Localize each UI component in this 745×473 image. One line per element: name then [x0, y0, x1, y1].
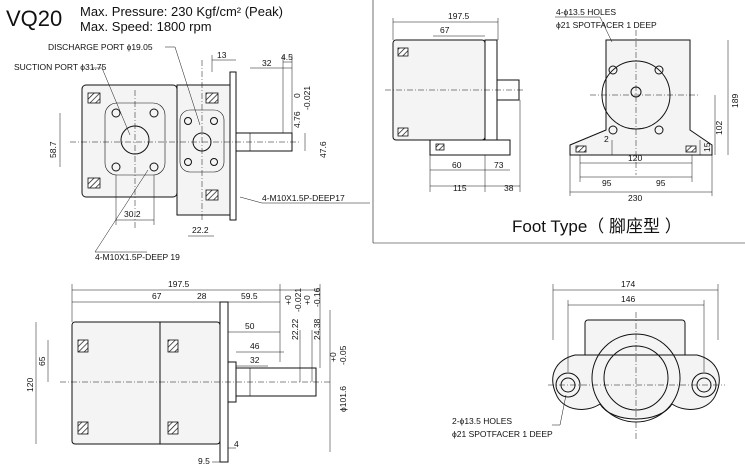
side-dim-59-5: 59.5 [241, 291, 258, 301]
foot-holes-label: 4-ϕ13.5 HOLES [556, 7, 616, 17]
foot-dim-115: 115 [453, 183, 467, 193]
foot-dim-67: 67 [440, 25, 450, 35]
flange-holes-label: 2-ϕ13.5 HOLES [452, 416, 512, 426]
front-body-right [176, 84, 231, 216]
side-tol1-plus: +0 [283, 295, 293, 305]
side-tol3-minus: -0.05 [338, 345, 348, 365]
discharge-port-label: DISCHARGE PORT ϕ19.05 [48, 42, 153, 52]
tap-left-label: 4-M10X1.5P-DEEP 19 [95, 252, 180, 262]
dim-58-7: 58.7 [48, 141, 58, 158]
side-dim-24-38: 24.38 [312, 318, 322, 340]
side-dim-28: 28 [197, 291, 207, 301]
tol-minus: -0.021 [302, 86, 312, 110]
flange-dim-146: 146 [621, 294, 635, 304]
foot-dim-189: 189 [730, 94, 740, 108]
side-dim-120: 120 [25, 378, 35, 392]
dim-32: 32 [262, 58, 272, 68]
dim-4-5: 4.5 [281, 52, 293, 62]
foot-dim-15: 15 [702, 142, 712, 152]
side-tol1-minus: -0.021 [293, 288, 303, 312]
side-dim-101-6: ϕ101.6 [338, 386, 348, 412]
side-view [35, 284, 331, 463]
flange-spotface-label: ϕ21 SPOTFACER 1 DEEP [452, 429, 553, 439]
foot-dim-73: 73 [494, 160, 504, 170]
max-pressure-spec: Max. Pressure: 230 Kgf/cm² (Peak) [80, 4, 284, 19]
foot-side-view [385, 18, 525, 192]
front-view [59, 46, 370, 253]
foot-type-label: Foot Type（ 腳座型 ） [512, 217, 682, 236]
side-dim-65: 65 [37, 356, 47, 366]
side-dim-50: 50 [245, 321, 255, 331]
flange-dim-174: 174 [621, 279, 635, 289]
model-title: VQ20 [6, 6, 63, 31]
side-dim-32: 32 [250, 355, 260, 365]
foot-dim-60: 60 [452, 160, 462, 170]
tol-0: 0 [292, 93, 302, 98]
side-dim-22-22: 22.22 [290, 318, 300, 340]
side-dim-197-5: 197.5 [168, 279, 190, 289]
foot-dim-95-a: 95 [602, 178, 612, 188]
tap-right-label: 4-M10X1.5P-DEEP17 [262, 193, 345, 203]
side-tol3-plus: +0 [328, 352, 338, 362]
foot-type-frame [372, 0, 745, 244]
dim-30-2: 30.2 [124, 209, 141, 219]
side-dim-67: 67 [152, 291, 162, 301]
dim-47-6: 47.6 [318, 141, 328, 158]
foot-dim-197-5: 197.5 [448, 11, 470, 21]
foot-dim-102: 102 [714, 121, 724, 135]
side-dim-4: 4 [234, 439, 239, 449]
foot-spotface-label: ϕ21 SPOTFACER 1 DEEP [556, 20, 657, 30]
suction-port-label: SUCTION PORT ϕ31.75 [14, 62, 107, 72]
dim-4-76: 4.76 [292, 111, 302, 128]
dim-13: 13 [217, 50, 227, 60]
max-speed-spec: Max. Speed: 1800 rpm [80, 19, 212, 34]
side-tol2-minus: -0.16 [312, 287, 322, 307]
foot-end-view [555, 16, 729, 196]
side-dim-9-5: 9.5 [198, 456, 210, 466]
mount-flange-edge [229, 71, 237, 221]
side-tol2-plus: +0 [302, 295, 312, 305]
foot-dim-95-b: 95 [656, 178, 666, 188]
dim-22-2: 22.2 [192, 225, 209, 235]
foot-base-side [429, 139, 511, 156]
foot-dim-2: 2 [604, 134, 609, 144]
foot-dim-120: 120 [628, 153, 642, 163]
side-dim-46: 46 [250, 341, 260, 351]
foot-dim-38: 38 [504, 183, 514, 193]
flange-view [548, 284, 725, 440]
foot-dim-230: 230 [628, 193, 642, 203]
